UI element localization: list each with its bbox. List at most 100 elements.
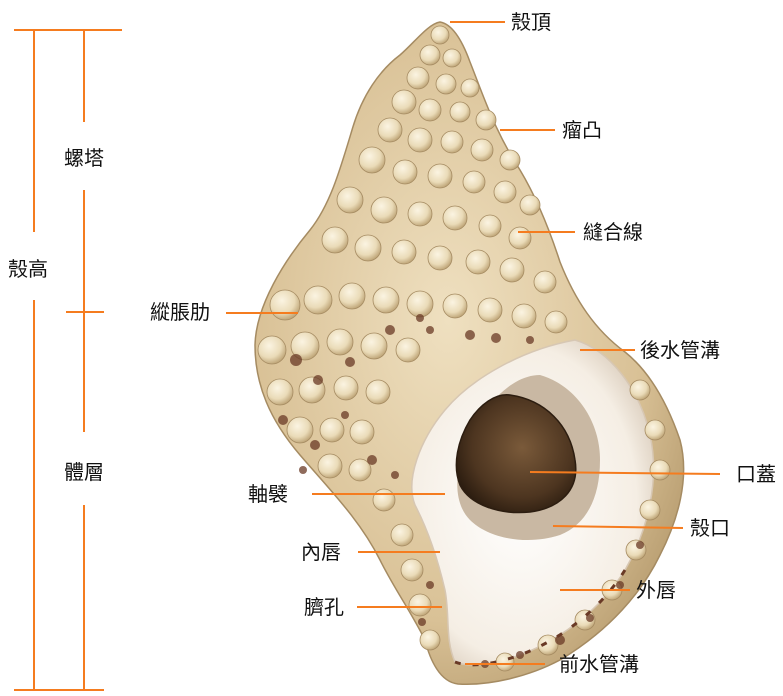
leader-lines — [226, 21, 721, 665]
tubercle — [465, 249, 491, 275]
label-aperture: 殼口 — [690, 516, 730, 540]
tubercle — [639, 499, 661, 521]
tubercle — [649, 459, 671, 481]
tubercle — [338, 282, 366, 310]
tubercle — [391, 239, 417, 265]
tubercle — [477, 297, 503, 323]
tubercle — [508, 226, 532, 250]
label-columellar-fold: 軸襞 — [248, 482, 288, 506]
brown-spot — [299, 466, 307, 474]
brown-spot — [385, 325, 395, 335]
tubercle — [407, 201, 433, 227]
tubercle — [290, 331, 320, 361]
brown-spot — [426, 326, 434, 334]
brown-spot — [418, 618, 426, 626]
tubercle — [319, 417, 345, 443]
tubercle — [449, 101, 471, 123]
tubercle — [427, 245, 453, 271]
tubercle — [286, 416, 314, 444]
tubercle — [321, 226, 349, 254]
label-spire: 螺塔 — [64, 146, 104, 170]
brown-spot — [516, 651, 524, 659]
label-anterior-canal: 前水管溝 — [559, 652, 639, 676]
brown-spot — [341, 411, 349, 419]
tubercle — [475, 109, 497, 131]
tubercle — [537, 634, 559, 656]
tubercle — [460, 78, 480, 98]
shell-illustration — [254, 21, 685, 686]
brown-spot — [586, 614, 594, 622]
leader-aperture — [552, 525, 684, 529]
tubercle — [365, 379, 391, 405]
tubercle — [544, 310, 568, 334]
brown-spot — [278, 415, 288, 425]
tubercle — [419, 44, 441, 66]
tubercle — [493, 180, 517, 204]
brown-spot — [345, 357, 355, 367]
label-suture: 縫合線 — [583, 220, 643, 244]
spot-group — [278, 314, 644, 668]
tubercle — [326, 328, 354, 356]
tubercle — [317, 453, 343, 479]
label-apex: 殼頂 — [511, 10, 551, 34]
tubercle — [370, 196, 398, 224]
tubercle — [470, 138, 494, 162]
label-outer-lip: 外唇 — [636, 578, 676, 602]
tubercle — [499, 257, 525, 283]
operculum-shape — [455, 394, 577, 514]
tubercle — [358, 146, 386, 174]
tubercle — [354, 234, 382, 262]
tubercle — [348, 458, 372, 482]
tubercle — [269, 289, 301, 321]
label-body-whorl: 體層 — [64, 460, 104, 484]
tubercle — [435, 73, 457, 95]
label-varix: 縱脹肋 — [150, 300, 210, 324]
measurement-brackets — [14, 29, 122, 691]
tubercle — [629, 379, 651, 401]
tubercle — [349, 419, 375, 445]
tubercle — [336, 186, 364, 214]
label-operculum: 口蓋 — [736, 462, 776, 486]
brown-spot — [616, 581, 624, 589]
tubercle — [511, 303, 537, 329]
tubercle — [495, 652, 515, 672]
leader-operculum — [529, 471, 721, 475]
brown-spot — [555, 635, 565, 645]
label-posterior-canal: 後水管溝 — [640, 338, 720, 362]
tubercle — [390, 523, 414, 547]
tubercle — [303, 285, 333, 315]
tubercle — [257, 335, 287, 365]
label-tubercle: 瘤凸 — [562, 118, 602, 142]
tubercle — [442, 205, 468, 231]
tubercle — [462, 170, 486, 194]
brown-spot — [391, 471, 399, 479]
tubercle — [400, 558, 424, 582]
tubercle — [427, 163, 453, 189]
tubercle — [442, 48, 462, 68]
brown-spot — [290, 354, 302, 366]
tubercle — [333, 375, 359, 401]
tubercle — [442, 293, 468, 319]
brown-spot — [526, 336, 534, 344]
tubercle — [391, 89, 417, 115]
brown-spot — [313, 375, 323, 385]
tubercle — [533, 270, 557, 294]
brown-spot — [310, 440, 320, 450]
tubercle — [418, 98, 442, 122]
brown-spot — [636, 541, 644, 549]
tubercle — [408, 593, 432, 617]
tubercle-group — [257, 25, 671, 672]
tubercle — [519, 194, 541, 216]
tubercle — [406, 290, 434, 318]
label-shell-height: 殼高 — [8, 257, 48, 281]
tubercle — [644, 419, 666, 441]
brown-spot — [416, 314, 424, 322]
tubercle — [377, 117, 403, 143]
brown-spot — [426, 581, 434, 589]
brown-spot — [465, 330, 475, 340]
tubercle — [392, 159, 418, 185]
tubercle — [440, 130, 464, 154]
brown-spot — [367, 455, 377, 465]
